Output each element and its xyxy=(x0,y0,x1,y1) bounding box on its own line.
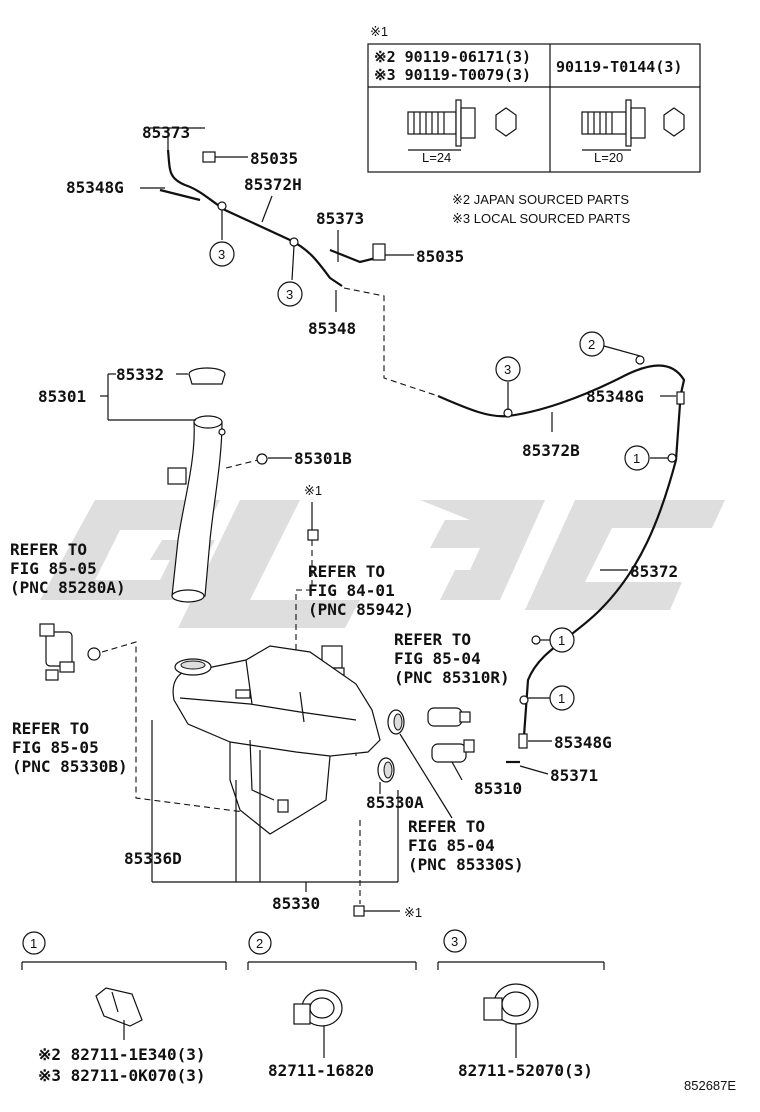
svg-text:REFER TO: REFER TO xyxy=(10,540,87,559)
nozzle-mid-icon xyxy=(372,243,386,261)
svg-text:(PNC 85280A): (PNC 85280A) xyxy=(10,578,126,597)
right-hose-assembly xyxy=(437,355,686,764)
clamp-3-part: 82711-52070(3) xyxy=(458,1061,593,1080)
svg-text:FIG 85-05: FIG 85-05 xyxy=(10,559,97,578)
clamp-detail-2: 2 82711-16820 xyxy=(247,931,417,1080)
label-85330: 85330 xyxy=(272,894,320,913)
svg-text:1: 1 xyxy=(558,633,565,648)
refer-8505b: REFER TO FIG 85-05 (PNC 85330B) xyxy=(12,719,128,776)
bolt-star1-a-icon xyxy=(307,529,319,541)
clamp-2-part: 82711-16820 xyxy=(268,1061,374,1080)
label-85372B: 85372B xyxy=(522,441,580,460)
clamp-ref-2 xyxy=(579,331,605,357)
svg-text:3: 3 xyxy=(286,287,293,302)
bolt-left-icon: L=24 xyxy=(407,99,517,165)
pump-85310 xyxy=(431,739,475,763)
label-85330A: 85330A xyxy=(366,793,424,812)
bolt-star1-b-icon xyxy=(353,905,365,917)
svg-text:REFER TO: REFER TO xyxy=(308,562,385,581)
clamp-detail-3: 3 82711-52070(3) xyxy=(437,929,605,1080)
label-85332: 85332 xyxy=(116,365,164,384)
table-left-row2: ※3 90119-T0079(3) xyxy=(374,66,531,84)
svg-text:REFER TO: REFER TO xyxy=(394,630,471,649)
label-85348G-top: 85348G xyxy=(66,178,124,197)
svg-text:FIG 84-01: FIG 84-01 xyxy=(308,581,395,600)
label-85301B: 85301B xyxy=(294,449,352,468)
clamp-ref-1-b xyxy=(549,627,575,653)
label-85373-mid: 85373 xyxy=(316,209,364,228)
svg-text:(PNC 85310R): (PNC 85310R) xyxy=(394,668,510,687)
svg-text:REFER TO: REFER TO xyxy=(12,719,89,738)
note-japan: ※2 JAPAN SOURCED PARTS xyxy=(452,192,629,207)
upper-hose-assembly xyxy=(159,149,386,287)
grommet-upper xyxy=(387,709,405,735)
svg-text:(PNC 85330B): (PNC 85330B) xyxy=(12,757,128,776)
svg-text:(PNC 85330S): (PNC 85330S) xyxy=(408,855,524,874)
label-85348G-right2: 85348G xyxy=(554,733,612,752)
clamp-ref-3-a xyxy=(209,241,235,267)
table-right-row: 90119-T0144(3) xyxy=(556,58,682,76)
label-85348G-right1: 85348G xyxy=(586,387,644,406)
diagram-id: 852687E xyxy=(684,1078,736,1093)
label-85035-top: 85035 xyxy=(250,149,298,168)
table-note-symbol: ※1 xyxy=(370,24,388,39)
svg-text:1: 1 xyxy=(30,936,37,951)
svg-text:3: 3 xyxy=(451,934,458,949)
label-85348: 85348 xyxy=(308,319,356,338)
label-85373-top: 85373 xyxy=(142,123,190,142)
washer-pump-left xyxy=(39,623,101,681)
washer-tank xyxy=(172,645,381,835)
nozzle-top-icon xyxy=(202,151,216,163)
grommet-85330A xyxy=(377,757,395,783)
bolt-spec-table: ※1 ※2 90119-06171(3) ※3 90119-T0079(3) 9… xyxy=(367,24,701,173)
svg-text:1: 1 xyxy=(633,451,640,466)
bolt-85301B-icon xyxy=(256,453,268,465)
svg-text:FIG 85-04: FIG 85-04 xyxy=(408,836,495,855)
label-85371: 85371 xyxy=(550,766,598,785)
svg-text:(PNC 85942): (PNC 85942) xyxy=(308,600,414,619)
bolt-right-icon: L=20 xyxy=(581,99,685,165)
clamp-1-part-a: ※2 82711-1E340(3) xyxy=(38,1045,206,1064)
label-85372H: 85372H xyxy=(244,175,302,194)
refer-8504b: REFER TO FIG 85-04 (PNC 85330S) xyxy=(408,817,524,874)
table-left-row1: ※2 90119-06171(3) xyxy=(374,48,531,66)
svg-text:3: 3 xyxy=(218,247,225,262)
clamp-ref-3-c xyxy=(495,356,521,382)
dim-right: L=20 xyxy=(594,150,623,165)
svg-text:REFER TO: REFER TO xyxy=(408,817,485,836)
svg-text:2: 2 xyxy=(256,936,263,951)
dim-left: L=24 xyxy=(422,150,451,165)
clamp-ref-1-a xyxy=(624,445,650,471)
refer-8401: REFER TO FIG 84-01 (PNC 85942) xyxy=(308,562,414,619)
label-85301: 85301 xyxy=(38,387,86,406)
label-85336D: 85336D xyxy=(124,849,182,868)
svg-text:1: 1 xyxy=(558,691,565,706)
svg-text:2: 2 xyxy=(588,337,595,352)
label-85372: 85372 xyxy=(630,562,678,581)
pump-85310R xyxy=(427,707,471,727)
svg-text:FIG 85-04: FIG 85-04 xyxy=(394,649,481,668)
star1-label-b: ※1 xyxy=(404,905,422,920)
label-85035-mid: 85035 xyxy=(416,247,464,266)
svg-text:3: 3 xyxy=(504,362,511,377)
svg-text:FIG 85-05: FIG 85-05 xyxy=(12,738,99,757)
note-local: ※3 LOCAL SOURCED PARTS xyxy=(452,211,631,226)
filler-pipe xyxy=(167,367,226,603)
clamp-detail-1: 1 ※2 82711-1E340(3) ※3 82711-0K070(3) xyxy=(21,931,227,1085)
star1-label-a: ※1 xyxy=(304,483,322,498)
refer-8504a: REFER TO FIG 85-04 (PNC 85310R) xyxy=(394,630,510,687)
clamp-1-part-b: ※3 82711-0K070(3) xyxy=(38,1066,206,1085)
refer-8505a: REFER TO FIG 85-05 (PNC 85280A) xyxy=(10,540,126,597)
clamp-ref-1-c xyxy=(549,685,575,711)
label-85310: 85310 xyxy=(474,779,522,798)
clamp-ref-3-b xyxy=(277,281,303,307)
